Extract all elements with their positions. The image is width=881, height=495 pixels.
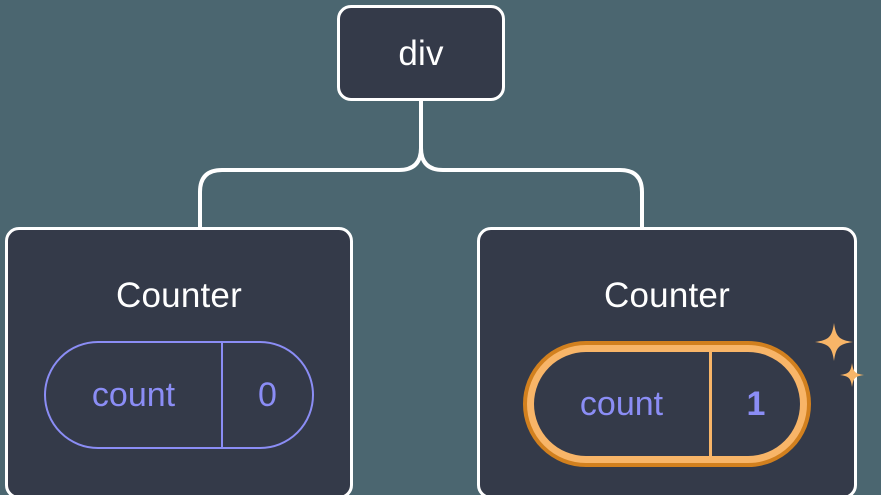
- node-counter-right[interactable]: Counter count 1: [477, 227, 864, 495]
- node-counter-left-label: Counter: [116, 276, 242, 315]
- node-div[interactable]: div: [337, 5, 505, 101]
- connector-to-right-child: [419, 146, 644, 229]
- connector-to-left-child: [198, 146, 423, 229]
- state-pill-right[interactable]: count 1: [523, 341, 811, 467]
- state-key-right: count: [579, 385, 664, 423]
- state-pill-wrap-right: count 1: [523, 323, 864, 467]
- state-value-right: 1: [709, 352, 800, 456]
- node-counter-left[interactable]: Counter count 0: [5, 227, 353, 495]
- state-pill-left[interactable]: count 0: [44, 341, 314, 449]
- state-value-left: 0: [221, 343, 312, 447]
- state-pill-wrap-left: count 0: [44, 341, 314, 449]
- sparkle-group: [815, 323, 864, 387]
- sparkle-small-icon: [840, 363, 864, 387]
- node-div-label: div: [398, 33, 444, 73]
- node-counter-right-label: Counter: [604, 276, 730, 315]
- sparkle-large-icon: [815, 323, 853, 361]
- state-key-left: count: [91, 376, 176, 414]
- state-pill-right-inner: count 1: [534, 352, 800, 456]
